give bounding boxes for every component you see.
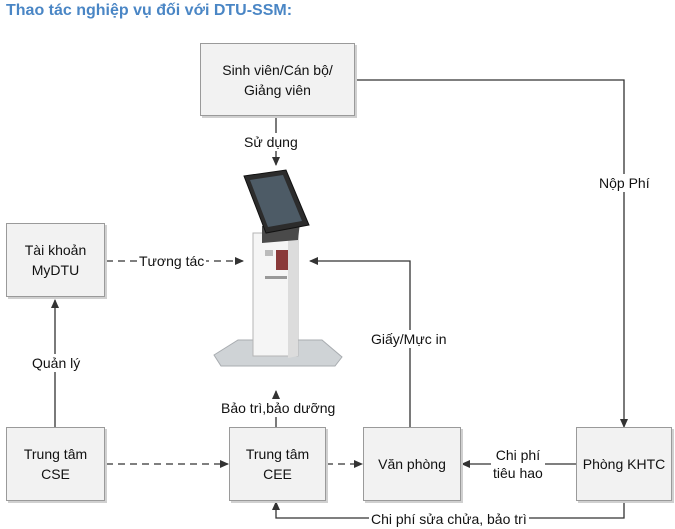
edge-label-use: Sử dụng	[242, 133, 300, 151]
users-node: Sinh viên/Cán bộ/ Giảng viên	[200, 43, 355, 116]
edge-label-maintain: Bảo trì,bảo dưỡng	[219, 399, 338, 417]
khtc-node-label: Phòng KHTC	[582, 456, 666, 472]
edge-label-interact: Tương tác	[137, 252, 207, 270]
edge-paper	[309, 257, 411, 427]
mydtu-node-label: Tài khoản MyDTU	[24, 242, 87, 278]
mydtu-node: Tài khoản MyDTU	[6, 223, 105, 297]
cse-node: Trung tâm CSE	[6, 427, 105, 501]
cee-node: Trung tâm CEE	[229, 427, 326, 501]
edge-label-manage: Quản lý	[30, 354, 83, 372]
edge-label-consumable: Chi phí tiêu hao	[491, 446, 545, 482]
office-node: Văn phòng	[363, 427, 461, 501]
page-title: Thao tác nghiệp vụ đối với DTU-SSM:	[6, 2, 293, 19]
kiosk-icon	[213, 169, 343, 367]
edge-label-repair: Chi phí sửa chửa, bảo trì	[369, 510, 529, 528]
cse-node-label: Trung tâm CSE	[23, 446, 88, 482]
khtc-node: Phòng KHTC	[576, 427, 672, 501]
edge-fee	[356, 79, 628, 428]
office-node-label: Văn phòng	[378, 456, 446, 472]
users-node-label: Sinh viên/Cán bộ/ Giảng viên	[222, 61, 333, 98]
cee-node-label: Trung tâm CEE	[245, 446, 310, 482]
edge-label-fee: Nộp Phí	[597, 174, 652, 192]
edge-label-paper: Giấy/Mực in	[369, 330, 449, 348]
